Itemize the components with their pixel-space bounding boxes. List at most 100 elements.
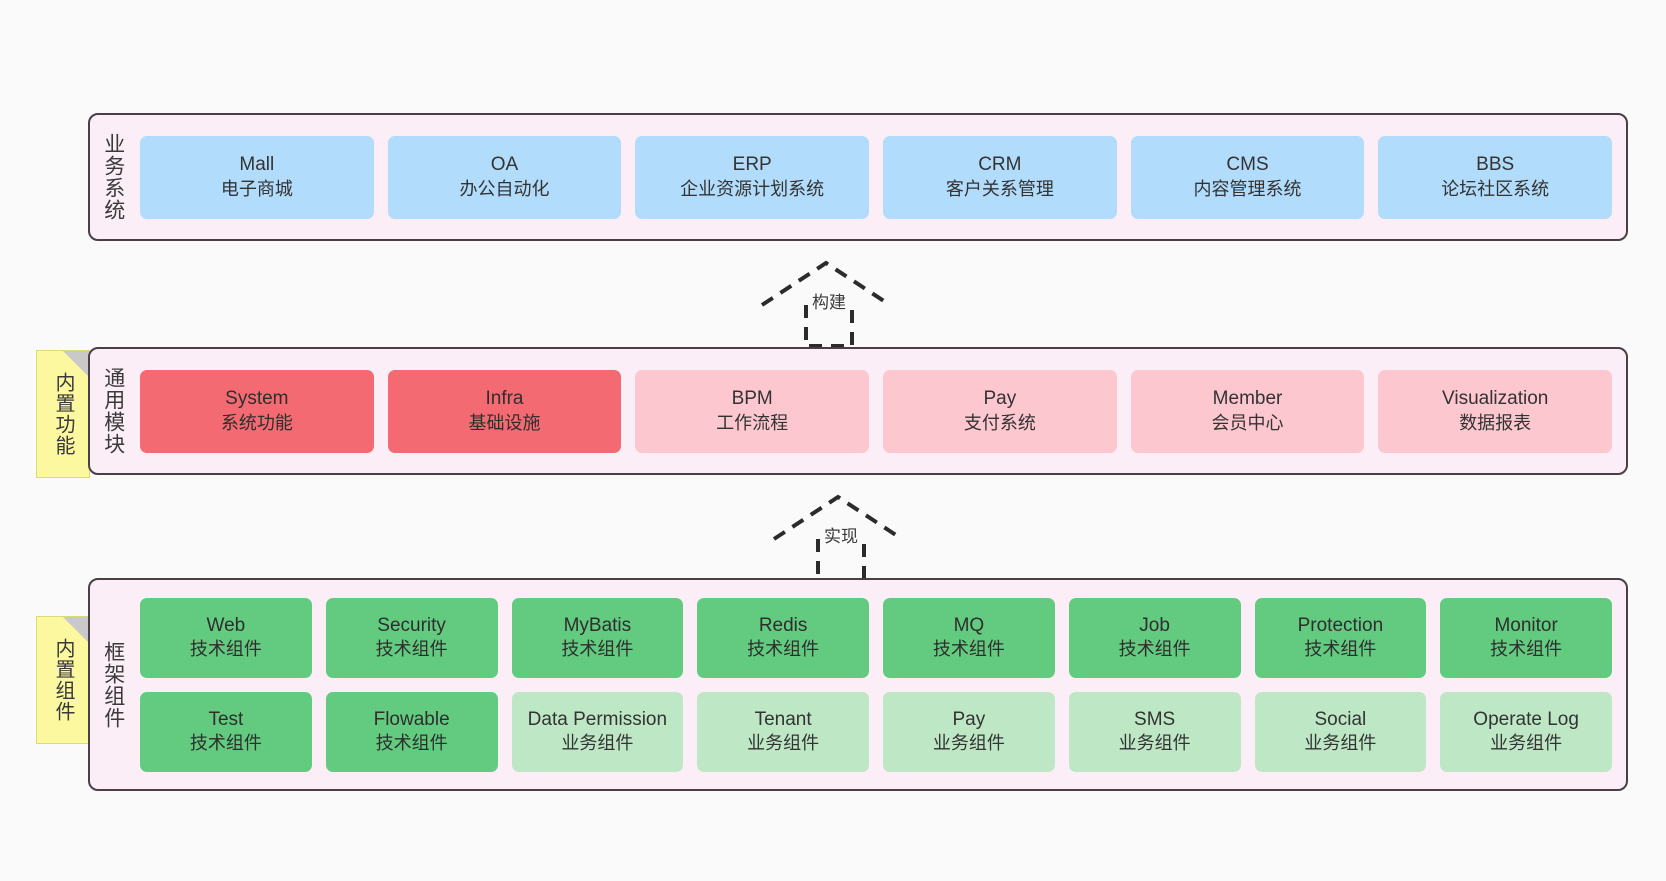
layer-body-framework-components: Web 技术组件 Security 技术组件 MyBatis 技术组件 Redi…	[136, 580, 1626, 789]
card-cms[interactable]: CMS 内容管理系统	[1130, 135, 1365, 219]
layer-title-business-systems: 业务系统	[101, 133, 125, 221]
layer-title-framework-components: 框架组件	[101, 640, 125, 729]
card-subtitle: 技术组件	[189, 639, 262, 660]
card-mq[interactable]: MQ 技术组件	[883, 597, 1055, 678]
card-subtitle: 技术组件	[1118, 639, 1191, 660]
card-oa[interactable]: OA 办公自动化	[387, 135, 622, 219]
connector-build: 构建	[760, 258, 910, 348]
card-title: Mall	[239, 154, 275, 176]
card-title: Social	[1314, 708, 1367, 730]
card-crm[interactable]: CRM 客户关系管理	[883, 135, 1117, 219]
card-title: System	[225, 388, 289, 410]
card-title: Operate Log	[1473, 708, 1579, 730]
card-subtitle: 会员中心	[1211, 412, 1284, 433]
card-title: Infra	[485, 388, 524, 410]
sticky-note-label: 内置功能	[52, 372, 74, 456]
card-row: Mall 电子商城 OA 办公自动化 ERP 企业资源计划系统 CRM 客户关系…	[140, 135, 1613, 219]
card-title: MyBatis	[563, 614, 632, 636]
card-data-permission[interactable]: Data Permission 业务组件	[511, 691, 684, 772]
card-title: Monitor	[1494, 614, 1558, 636]
card-mall[interactable]: Mall 电子商城	[140, 135, 374, 219]
card-subtitle: 办公自动化	[459, 178, 550, 199]
card-subtitle: 客户关系管理	[945, 178, 1054, 199]
connector-implement: 实现	[772, 492, 922, 582]
card-erp[interactable]: ERP 企业资源计划系统	[635, 135, 870, 219]
layer-body-common-modules: System 系统功能 Infra 基础设施 BPM 工作流程 Pay 支付系统…	[136, 349, 1626, 473]
card-security[interactable]: Security 技术组件	[325, 597, 498, 678]
card-job[interactable]: Job 技术组件	[1068, 597, 1241, 678]
card-title: Data Permission	[527, 708, 668, 730]
card-redis[interactable]: Redis 技术组件	[697, 597, 869, 678]
card-title: BPM	[731, 388, 773, 410]
card-tenant[interactable]: Tenant 业务组件	[697, 691, 869, 772]
connector-label-build: 构建	[812, 293, 846, 312]
card-subtitle: 业务组件	[932, 733, 1005, 754]
card-title: Protection	[1297, 614, 1384, 636]
dashed-generalization-arrow-icon	[772, 494, 904, 582]
card-title: Visualization	[1442, 388, 1549, 410]
card-subtitle: 业务组件	[1490, 733, 1563, 754]
card-subtitle: 技术组件	[561, 639, 634, 660]
card-mybatis[interactable]: MyBatis 技术组件	[511, 597, 684, 678]
card-subtitle: 技术组件	[375, 639, 448, 660]
card-protection[interactable]: Protection 技术组件	[1254, 597, 1427, 678]
card-test[interactable]: Test 技术组件	[140, 691, 312, 772]
card-subtitle: 支付系统	[963, 412, 1036, 433]
card-title: Redis	[758, 614, 808, 636]
sticky-note-label: 内置组件	[52, 638, 74, 722]
card-operate-log[interactable]: Operate Log 业务组件	[1440, 691, 1612, 772]
card-subtitle: 业务组件	[1304, 733, 1377, 754]
card-title: CMS	[1226, 154, 1269, 176]
card-row: System 系统功能 Infra 基础设施 BPM 工作流程 Pay 支付系统…	[140, 369, 1613, 453]
card-row: Test 技术组件 Flowable 技术组件 Data Permission …	[140, 691, 1612, 772]
layer-business-systems[interactable]: 业务系统 Mall 电子商城 OA 办公自动化 ERP 企业资源计划系统 CRM…	[88, 113, 1628, 241]
card-subtitle: 技术组件	[1304, 639, 1377, 660]
card-title: Pay	[983, 388, 1017, 410]
card-title: BBS	[1476, 154, 1515, 176]
card-bpm[interactable]: BPM 工作流程	[635, 369, 870, 453]
card-title: Job	[1139, 614, 1170, 636]
layer-common-modules[interactable]: 通用模块 System 系统功能 Infra 基础设施 BPM 工作流程 Pay…	[88, 347, 1628, 475]
card-subtitle: 工作流程	[716, 412, 789, 433]
card-subtitle: 业务组件	[747, 733, 820, 754]
card-web[interactable]: Web 技术组件	[140, 597, 312, 678]
card-sms[interactable]: SMS 业务组件	[1068, 691, 1241, 772]
card-subtitle: 企业资源计划系统	[680, 178, 825, 199]
card-title: Pay	[952, 708, 986, 730]
card-title: Web	[206, 614, 246, 636]
card-system[interactable]: System 系统功能	[140, 369, 374, 453]
card-subtitle: 技术组件	[747, 639, 820, 660]
card-title: Test	[208, 708, 244, 730]
card-pay-module[interactable]: Pay 支付系统	[883, 369, 1117, 453]
card-infra[interactable]: Infra 基础设施	[387, 369, 622, 453]
card-bbs[interactable]: BBS 论坛社区系统	[1378, 135, 1613, 219]
card-subtitle: 基础设施	[468, 412, 541, 433]
card-title: ERP	[732, 154, 772, 176]
dashed-generalization-arrow-icon	[760, 260, 892, 348]
card-flowable[interactable]: Flowable 技术组件	[325, 691, 498, 772]
card-subtitle: 技术组件	[1490, 639, 1563, 660]
card-title: OA	[490, 154, 519, 176]
card-monitor[interactable]: Monitor 技术组件	[1440, 597, 1612, 678]
connector-label-implement: 实现	[824, 527, 858, 546]
card-title: SMS	[1134, 708, 1176, 730]
card-subtitle: 数据报表	[1459, 412, 1532, 433]
card-pay-component[interactable]: Pay 业务组件	[883, 691, 1055, 772]
layer-body-business-systems: Mall 电子商城 OA 办公自动化 ERP 企业资源计划系统 CRM 客户关系…	[136, 115, 1626, 239]
sticky-note-builtin-features: 内置功能	[36, 350, 90, 478]
layer-framework-components[interactable]: 框架组件 Web 技术组件 Security 技术组件 MyBatis 技术组件…	[88, 578, 1628, 791]
card-title: CRM	[978, 154, 1022, 176]
card-subtitle: 业务组件	[561, 733, 634, 754]
card-member[interactable]: Member 会员中心	[1130, 369, 1365, 453]
layer-title-common-modules: 通用模块	[101, 367, 125, 455]
card-subtitle: 系统功能	[220, 412, 293, 433]
card-social[interactable]: Social 业务组件	[1254, 691, 1427, 772]
note-fold-icon	[63, 617, 89, 643]
card-title: Tenant	[754, 708, 812, 730]
card-subtitle: 内容管理系统	[1193, 178, 1302, 199]
card-subtitle: 技术组件	[375, 733, 448, 754]
card-row: Web 技术组件 Security 技术组件 MyBatis 技术组件 Redi…	[140, 597, 1612, 678]
card-subtitle: 论坛社区系统	[1441, 178, 1550, 199]
card-visualization[interactable]: Visualization 数据报表	[1378, 369, 1613, 453]
